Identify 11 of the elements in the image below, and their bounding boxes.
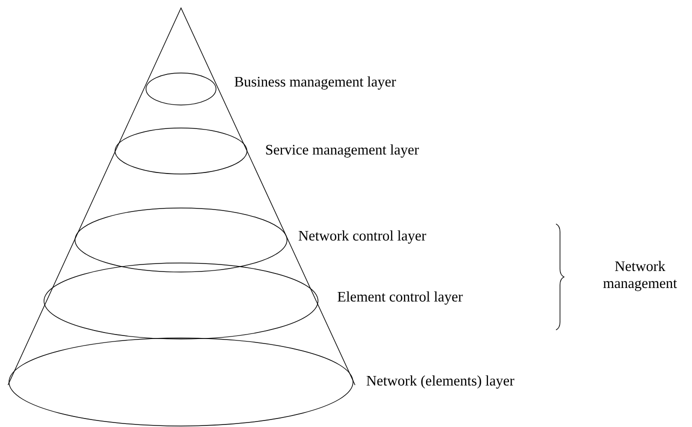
layer-ellipse [8, 338, 354, 426]
layer-ellipse [114, 128, 248, 174]
layer-label: Network (elements) layer [366, 375, 514, 389]
layer-label: Service management layer [266, 144, 419, 158]
layer-label: Element control layer [338, 291, 463, 305]
layer-ellipse [44, 262, 318, 340]
layer-label: Business management layer [234, 76, 396, 90]
group-label: Network management [603, 260, 677, 292]
layer-ellipse [146, 72, 216, 106]
layer-ellipse [74, 208, 288, 272]
layer-label: Network control layer [298, 230, 426, 244]
